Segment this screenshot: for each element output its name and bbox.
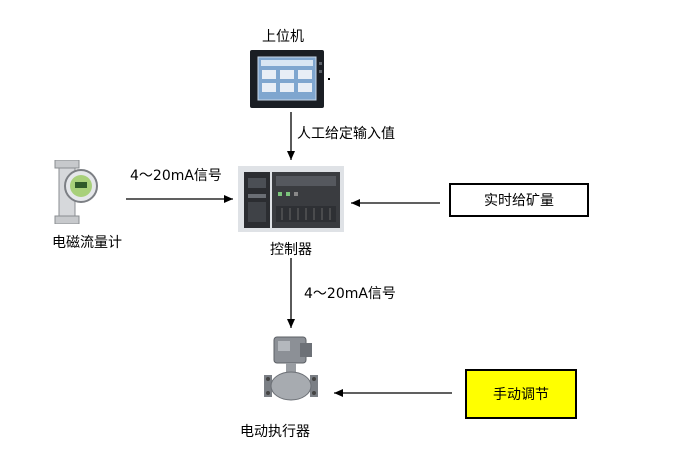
controller-label: 控制器 <box>270 242 312 258</box>
flowmeter-label: 电磁流量计 <box>52 235 122 251</box>
upper-computer-label: 上位机 <box>262 29 304 45</box>
manual-setpoint-label: 人工给定输入值 <box>297 126 395 142</box>
hmi-touch-panel-icon <box>250 50 330 108</box>
realtime-feed-label: 实时给矿量 <box>484 193 554 209</box>
signal-in-label: 4～20mA信号 <box>130 168 222 184</box>
realtime-feed-box: 实时给矿量 <box>449 183 589 217</box>
actuator-label: 电动执行器 <box>240 424 310 440</box>
plc-module-icon <box>238 166 344 232</box>
manual-adjust-label: 手动调节 <box>493 387 549 403</box>
manual-adjust-box: 手动调节 <box>465 369 577 419</box>
signal-out-label: 4～20mA信号 <box>304 286 396 302</box>
flowmeter-icon <box>54 160 98 224</box>
electric-valve-actuator-icon <box>264 336 318 401</box>
